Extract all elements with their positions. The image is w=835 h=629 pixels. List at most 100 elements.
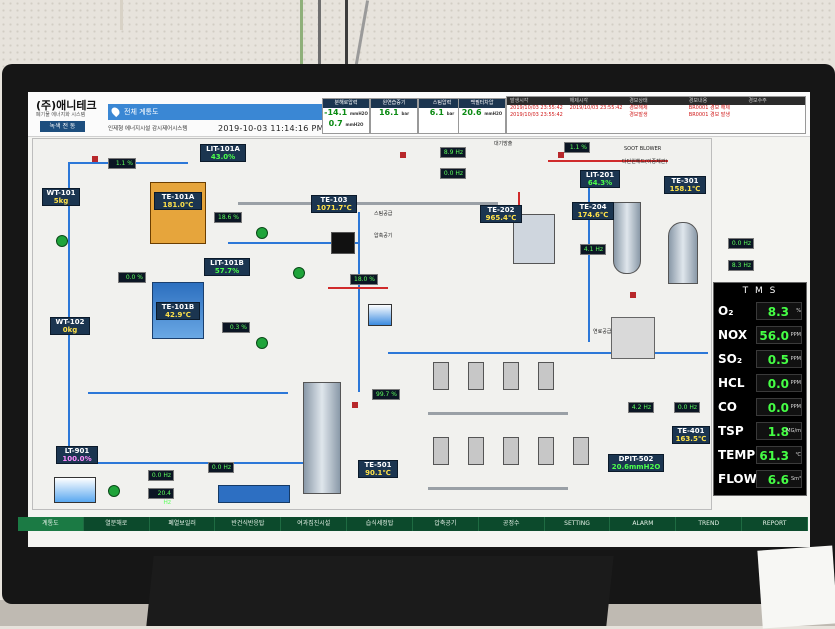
datetime: 2019-10-03 11:14:16 PM	[218, 124, 324, 133]
pump[interactable]	[256, 337, 268, 349]
valve[interactable]	[558, 152, 564, 158]
menu-item-semi-dry-reactor[interactable]: 반건식반응탑	[215, 517, 282, 531]
burner[interactable]	[331, 232, 355, 254]
mini-panel-label: 스팀압력	[419, 99, 465, 108]
menu-item-compressed-air[interactable]: 압축공기	[413, 517, 479, 531]
tms-title: T M S	[742, 286, 778, 296]
mini-panel-value: -14.1 mmH2O	[324, 108, 368, 117]
pump[interactable]	[293, 267, 305, 279]
home-button[interactable]: 녹색 전 동	[40, 121, 85, 132]
menu-item-waste-heat-boiler[interactable]: 폐열보일러	[150, 517, 216, 531]
indicator: 8.3 Hz	[728, 260, 754, 271]
company-name: (주)애니테크	[36, 99, 97, 112]
pipe-gas	[428, 412, 568, 415]
indicator: 4.2 Hz	[628, 402, 654, 413]
menu-item-setting[interactable]: SETTING	[545, 517, 611, 531]
process-water-tank[interactable]	[218, 485, 290, 503]
label-steam-supply: 스팀공급	[374, 211, 393, 217]
location-bar[interactable]: 전체 계통도	[108, 104, 342, 120]
indicator: 1.1 %	[108, 158, 136, 169]
menu-item-alarm[interactable]: ALARM	[610, 517, 677, 531]
cyclone[interactable]	[613, 202, 641, 274]
mini-panel-label: 백필터차압	[459, 99, 505, 108]
indicator: 4.1 Hz	[580, 244, 606, 255]
filter-unit[interactable]	[503, 362, 519, 390]
indicator: 0.0 Hz	[674, 402, 700, 413]
menu-item-report[interactable]: REPORT	[742, 517, 808, 531]
valve[interactable]	[630, 292, 636, 298]
cable	[345, 0, 348, 66]
valve[interactable]	[352, 402, 358, 408]
filter-unit[interactable]	[538, 362, 554, 390]
pump[interactable]	[108, 485, 120, 497]
indicator: 0.0 Hz	[440, 168, 466, 179]
water-tank[interactable]	[54, 477, 96, 503]
pipe	[358, 212, 360, 392]
filter-unit[interactable]	[433, 437, 449, 465]
scada-screen: (주)애니테크 폐기물 에너지화 시스템 녹색 전 동 전체 계통도 인제형 에…	[28, 92, 810, 547]
menu-item-bag-filter[interactable]: 여과집진시설	[281, 517, 348, 531]
reagent-tank[interactable]	[368, 304, 392, 326]
bag-filter[interactable]	[668, 222, 698, 284]
pipe-hot	[328, 287, 388, 289]
pipe-gas	[428, 487, 568, 490]
scrubber-tower[interactable]	[303, 382, 341, 494]
mini-panel-value: 16.1 bar	[378, 108, 410, 117]
indicator: 0.0 Hz	[148, 470, 174, 481]
menu-item-system-diagram[interactable]: 계통도	[18, 517, 84, 531]
mini-panel-value: 20.6 mmH2O	[461, 108, 503, 117]
filter-unit[interactable]	[503, 437, 519, 465]
location-pin-icon	[109, 105, 122, 118]
indicator: 0.0 Hz	[728, 238, 754, 249]
label-soot-blower: SOOT BLOWER	[624, 146, 662, 152]
chiller-unit[interactable]	[611, 317, 655, 359]
indicator: 0.0 Hz	[208, 462, 234, 473]
menu-item-pyrolysis[interactable]: 열분해로	[84, 517, 150, 531]
valve[interactable]	[400, 152, 406, 158]
mini-panel-value: 0.7 mmH2O	[328, 119, 364, 128]
filter-unit[interactable]	[433, 362, 449, 390]
keyboard	[146, 556, 614, 626]
mini-panel-label: 원연습증기	[371, 99, 417, 108]
menu-item-trend[interactable]: TREND	[676, 517, 743, 531]
filter-unit[interactable]	[468, 437, 484, 465]
pump[interactable]	[256, 227, 268, 239]
indicator: 18.0 %	[350, 274, 378, 285]
menu-item-wet-scrubber[interactable]: 습식세정탑	[347, 517, 413, 531]
filter-unit[interactable]	[538, 437, 554, 465]
pipe	[68, 462, 308, 464]
location-label: 전체 계통도	[124, 108, 159, 116]
mini-panel: 분해로압력 -14.1 mmH2O 0.7 mmH2O	[322, 98, 370, 134]
filter-unit[interactable]	[468, 362, 484, 390]
filter-unit[interactable]	[573, 437, 589, 465]
valve[interactable]	[92, 156, 98, 162]
menu-item-process-water[interactable]: 공정수	[479, 517, 545, 531]
pipe	[68, 162, 70, 462]
pump[interactable]	[56, 235, 68, 247]
cable	[120, 0, 123, 30]
indicator: 0.0 %	[118, 272, 146, 283]
label-atmosphere: 대기방출	[494, 141, 513, 147]
system-subtitle: 인제형 에너지시설 감시제어시스템	[108, 126, 188, 132]
